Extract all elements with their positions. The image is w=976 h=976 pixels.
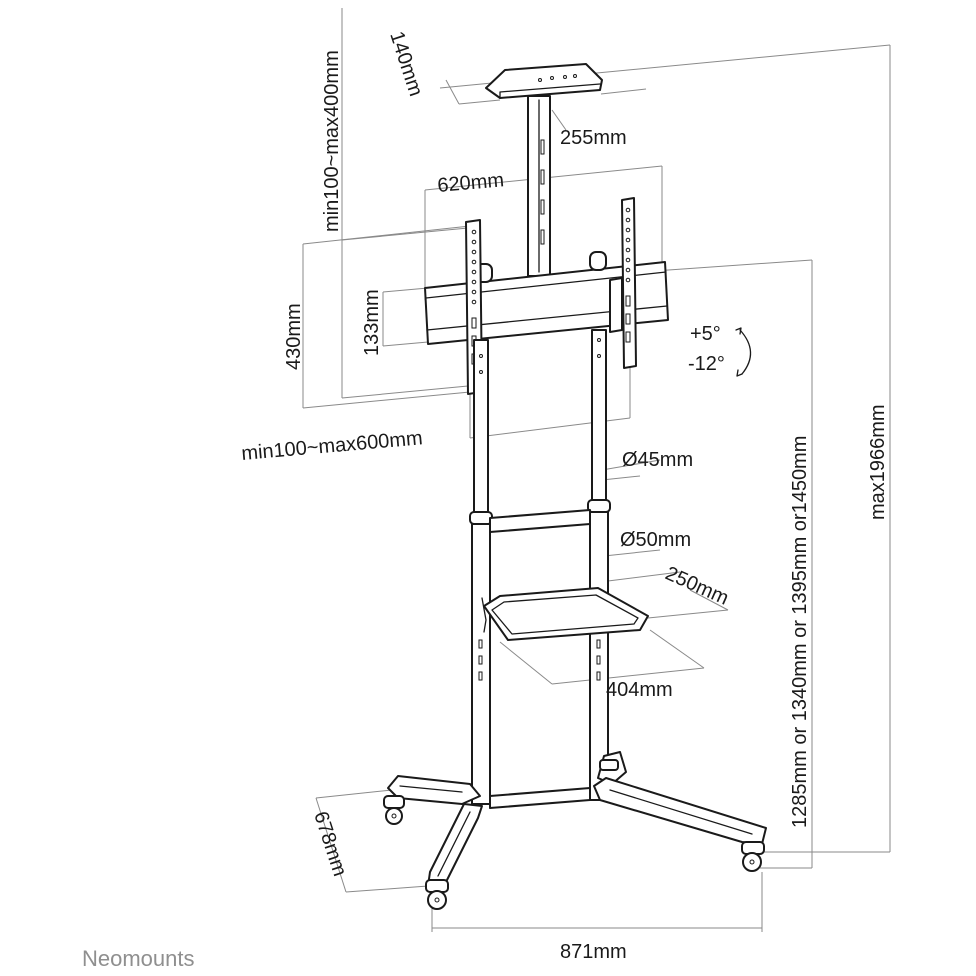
pole-left <box>469 339 493 805</box>
label-crossbar-height: 133mm <box>361 289 383 356</box>
label-base-depth: 678mm <box>309 809 351 879</box>
label-max-height: max1966mm <box>867 404 889 520</box>
label-height-options: 1285mm or 1340mm or 1395mm or1450mm <box>789 436 811 828</box>
label-shelf-width: 404mm <box>606 679 673 701</box>
upper-column <box>527 95 551 277</box>
label-pole-lower-diameter: Ø50mm <box>620 529 691 551</box>
label-bracket-height: 430mm <box>283 303 305 370</box>
base-leg-front-left <box>427 803 483 887</box>
dimension-labels: 140mm 255mm min100~max400mm 620mm 430mm … <box>241 29 889 963</box>
label-base-width: 871mm <box>560 941 627 963</box>
base-leg-front-right <box>593 777 767 845</box>
tilt-arrow <box>735 327 752 377</box>
vesa-arm-right <box>609 197 637 369</box>
label-pole-upper-diameter: Ø45mm <box>622 449 693 471</box>
label-shelf-depth: 250mm <box>662 562 732 609</box>
crossbars <box>489 509 591 809</box>
label-top-shelf-depth: 140mm <box>385 29 427 99</box>
top-camera-shelf <box>485 63 603 99</box>
label-vesa-vertical: min100~max400mm <box>321 50 343 232</box>
middle-shelf <box>481 587 649 641</box>
label-bracket-width: 620mm <box>437 169 505 197</box>
pole-right <box>587 329 611 801</box>
label-tilt-up: +5° <box>690 323 721 345</box>
label-tilt-down: -12° <box>688 353 725 375</box>
casters <box>383 759 765 910</box>
label-top-shelf-width: 255mm <box>560 127 627 149</box>
brand-logo: Neomounts <box>82 946 195 971</box>
label-vesa-horizontal: min100~max600mm <box>241 427 424 465</box>
